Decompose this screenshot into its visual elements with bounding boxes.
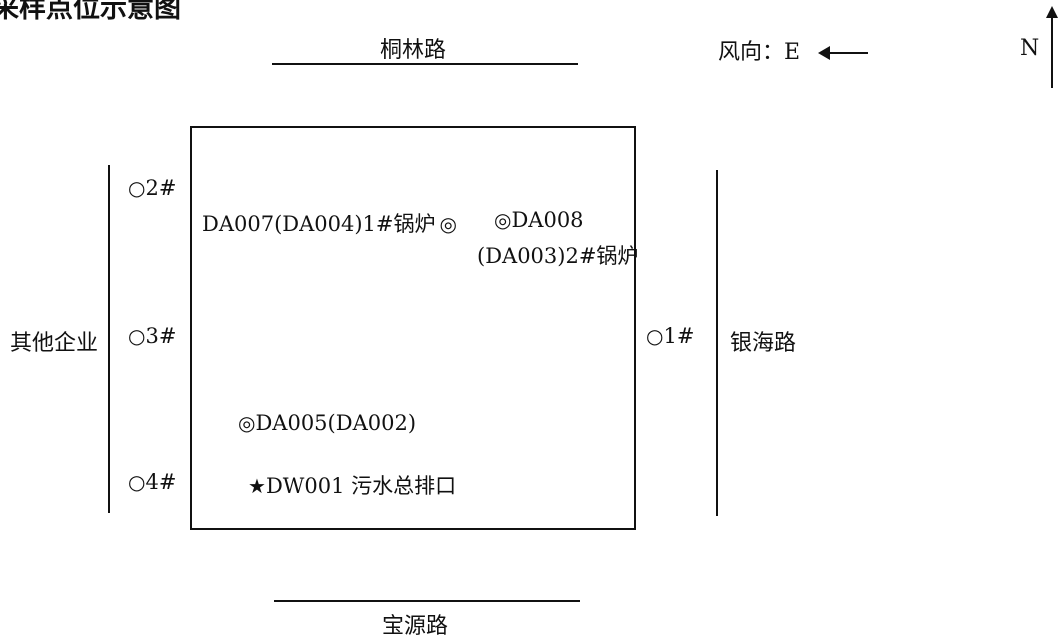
outlet-da005-label: DA005(DA002) [255,411,417,435]
north-road-label: 桐林路 [380,38,447,63]
double-circle-icon: ◎ [238,411,256,435]
double-circle-icon: ◎ [439,212,457,236]
circle-icon: ○ [128,470,146,494]
outlet-da008: ◎DA008 [494,208,584,232]
east-road-line [716,170,718,516]
outlet-da007: DA007(DA004)1#锅炉◎ [202,208,457,238]
factory-boundary [190,126,636,530]
outlet-da007-label: DA007(DA004)1#锅炉 [202,212,436,236]
outlet-dw001: ★DW001 污水总排口 [248,470,456,500]
star-icon: ★ [248,474,266,498]
south-road-line [274,600,580,602]
diagram-title: 采样点位示意图 [0,0,181,24]
double-circle-icon: ◎ [494,208,512,232]
monitoring-point-4: ○4# [128,470,177,494]
west-boundary-line [108,165,110,513]
monitoring-point-1: ○1# [646,324,695,348]
outlet-da008-sublabel: (DA003)2#锅炉 [477,244,639,268]
monitoring-point-2: ○2# [128,176,177,200]
circle-icon: ○ [128,324,146,348]
outlet-dw001-label: DW001 污水总排口 [265,474,457,498]
wind-direction-text: 风向：E [718,40,801,65]
outlet-da005: ◎DA005(DA002) [238,411,416,435]
north-marker-label: N [1020,36,1040,61]
monitoring-point-3: ○3# [128,324,177,348]
west-label: 其他企业 [10,331,99,356]
circle-icon: ○ [128,176,146,200]
outlet-da008-label: DA008 [511,208,584,232]
circle-icon: ○ [646,324,664,348]
south-road-label: 宝源路 [382,614,449,639]
north-road-line [272,63,578,65]
north-arrow-icon [1046,6,1058,88]
wind-arrow-icon [818,46,869,60]
east-road-label: 银海路 [730,331,797,356]
wind-direction-label: 风向：E [718,34,869,66]
